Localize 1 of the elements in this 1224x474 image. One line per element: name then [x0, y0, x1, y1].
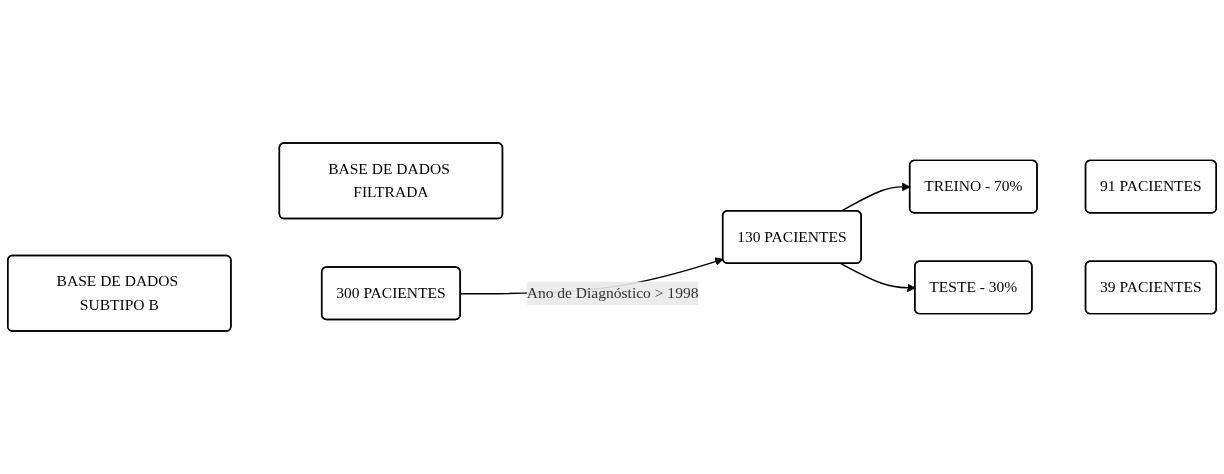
edge-label: Ano de Diagnóstico > 1998	[526, 284, 699, 302]
